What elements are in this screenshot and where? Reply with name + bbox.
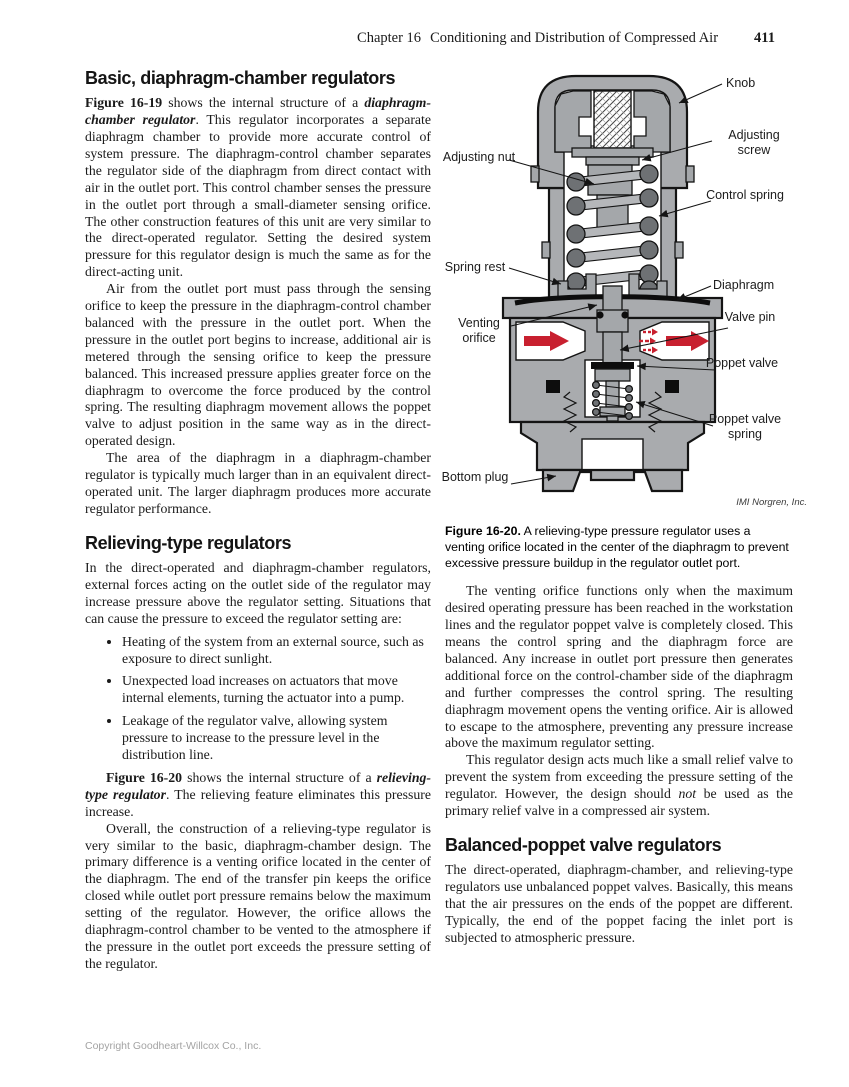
figure-label-control-spring: Control spring: [706, 188, 784, 202]
figure-label-adjusting-screw: Adjusting screw: [728, 128, 780, 157]
figure-label-valve-pin: Valve pin: [724, 310, 776, 324]
paragraph-venting-2: This regulator design acts much like a s…: [445, 752, 793, 820]
paragraph-relieving-3: Overall, the construction of a relieving…: [85, 820, 431, 971]
figure-16-19-reference: Figure 16-19: [85, 95, 163, 111]
section-heading-balanced-poppet: Balanced-poppet valve regulators: [445, 834, 722, 855]
figure-16-20-reference: Figure 16-20: [106, 769, 183, 785]
figure-caption: Figure 16-20. A relieving-type pressure …: [445, 523, 793, 571]
left-column: Basic, diaphragm-chamber regulators Figu…: [85, 68, 431, 973]
paragraph-relieving-2: Figure 16-20 shows the internal structur…: [85, 770, 431, 821]
paragraph-text: be used as the primary relief valve in a…: [445, 786, 793, 819]
knob-screw-boss: [593, 90, 632, 149]
regulator-cross-section-diagram: [501, 74, 729, 493]
figure-label-bottom-plug: Bottom plug: [441, 470, 509, 484]
poppet-valve-shape: [591, 362, 634, 422]
emphasis-not: not: [678, 786, 697, 802]
seal-right: [665, 380, 679, 393]
paragraph-text: . The relieving feature eliminates this …: [85, 786, 431, 819]
figure-16-20: Knob Adjusting screw Adjusting nut Contr…: [442, 60, 845, 515]
figure-label-poppet-valve: Poppet valve: [705, 356, 779, 370]
chapter-title: Conditioning and Distribution of Compres…: [430, 30, 719, 46]
chapter-label: Chapter 16: [357, 30, 422, 46]
section-heading-basic-diaphragm: Basic, diaphragm-chamber regulators: [85, 68, 396, 88]
section-heading-relieving: Relieving-type regulators: [85, 532, 292, 553]
figure-label-venting-orifice: Venting orifice: [458, 316, 500, 345]
paragraph-text: shows the internal structure of a: [182, 769, 377, 785]
figure-label-adjusting-nut: Adjusting nut: [442, 150, 516, 164]
figure-label-knob: Knob: [726, 76, 756, 90]
spring-rest-shape: [557, 273, 668, 299]
paragraph-text: shows the internal structure of a: [162, 95, 365, 111]
valve-pin-shape: [596, 285, 629, 365]
term-relieving-type-regulator: relieving-type regulator: [85, 769, 431, 802]
page-footer-copyright: Copyright Goodheart-Willcox Co., Inc.: [85, 1040, 262, 1052]
outlet-flow-arrow: [666, 331, 709, 351]
poppet-valve-spring-shape: [591, 380, 634, 421]
inlet-flow-arrow: [524, 331, 569, 351]
figure-label-diaphragm: Diaphragm: [713, 278, 775, 292]
thread-right: [647, 391, 663, 433]
paragraph-text: This regulator design acts much like a s…: [445, 752, 793, 802]
figure-credit: IMI Norgren, Inc.: [736, 497, 807, 508]
figure-caption-text: A relieving-type pressure regulator uses…: [445, 524, 789, 570]
paragraph-balanced-1: The direct-operated, diaphragm-chamber, …: [445, 862, 793, 945]
thread-left: [562, 391, 578, 433]
paragraph-basic-3: The area of the diaphragm in a diaphragm…: [85, 450, 431, 516]
bullet-item-leakage: Leakage of the regulator valve, allowing…: [122, 713, 431, 764]
paragraph-basic-1: Figure 16-19 shows the internal structur…: [85, 95, 431, 281]
bullet-item-load: Unexpected load increases on actuators t…: [122, 673, 431, 707]
throttled-flow-arrows: [639, 328, 658, 354]
paragraph-venting-1: The venting orifice functions only when …: [445, 583, 793, 751]
figure-label-spring-rest: Spring rest: [444, 260, 506, 274]
leader-lines: [508, 83, 729, 485]
right-column: Knob Adjusting screw Adjusting nut Contr…: [442, 60, 807, 947]
figure-caption-lead: Figure 16-20.: [445, 524, 521, 538]
paragraph-basic-2: Air from the outlet port must pass throu…: [85, 281, 431, 449]
seal-left: [546, 380, 560, 393]
bullet-item-heating: Heating of the system from an external s…: [122, 634, 431, 668]
bottom-plug-shape: [541, 468, 684, 493]
figure-label-poppet-valve-spring: Poppet valve spring: [708, 412, 782, 441]
page-number: 411: [754, 30, 775, 46]
bullet-list: Heating of the system from an external s…: [85, 634, 431, 764]
paragraph-relieving-1: In the direct-operated and diaphragm-cha…: [85, 559, 431, 626]
term-diaphragm-chamber-regulator: diaphragm-chamber regulator: [85, 95, 432, 128]
page-header: Chapter 16 Conditioning and Distribution…: [0, 30, 775, 47]
paragraph-text: . This regulator incorporates a separate…: [85, 112, 432, 280]
